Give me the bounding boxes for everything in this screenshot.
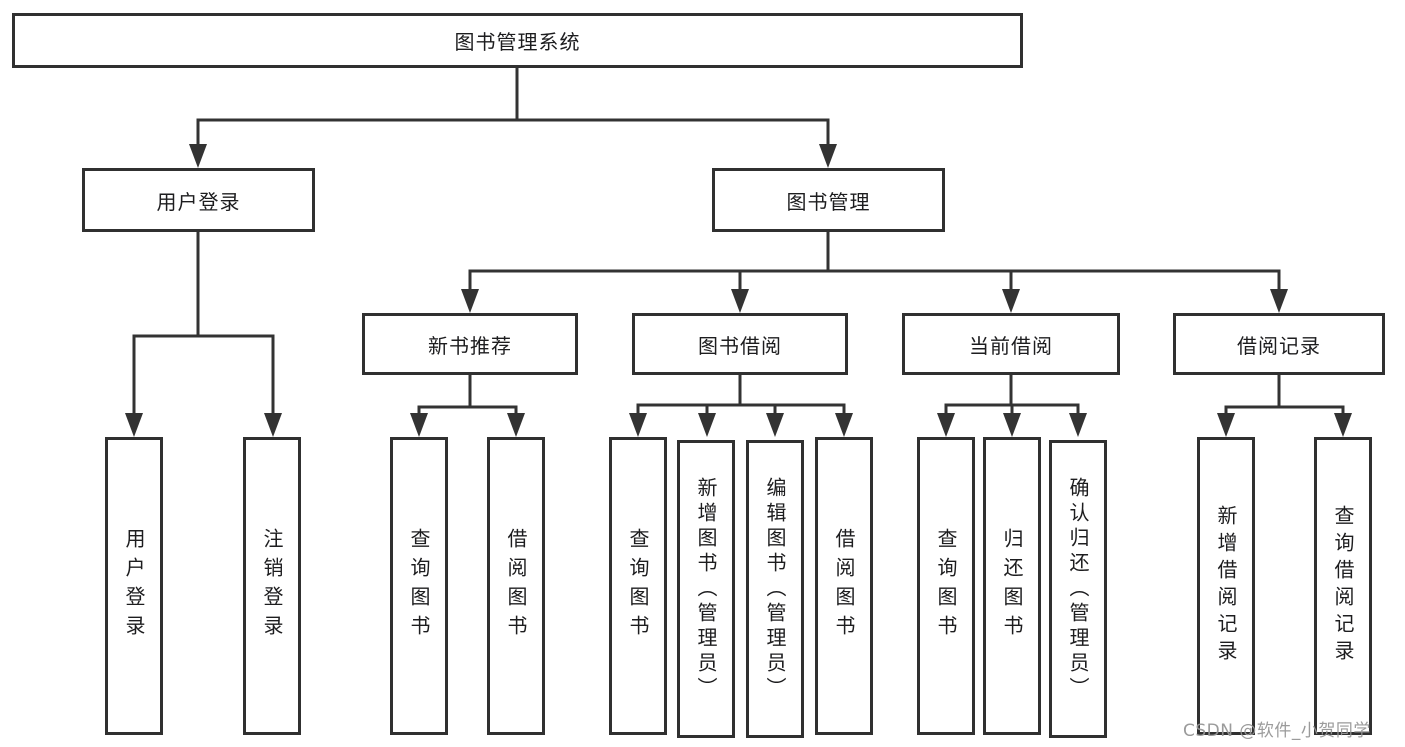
node-root-system: 图书管理系统 (12, 13, 1023, 68)
node-book-management-label: 图书管理 (786, 189, 871, 214)
leaf-borrow-book-2-label: 借阅图书 (832, 528, 856, 644)
leaf-borrow-book-1-label: 借阅图书 (504, 528, 528, 644)
leaf-confirm-return-admin-label: 确认归还（管理员） (1066, 476, 1090, 702)
edge-book-borrow-split (636, 373, 846, 420)
leaf-query-book-1-label: 查询图书 (407, 528, 431, 644)
leaf-borrow-book-2: 借阅图书 (815, 437, 873, 735)
leaf-query-book-3: 查询图书 (917, 437, 975, 735)
leaf-user-login: 用户登录 (105, 437, 163, 735)
leaf-add-borrow-record: 新增借阅记录 (1197, 437, 1255, 735)
node-new-book-recommend-label: 新书推荐 (428, 333, 512, 358)
watermark-text: CSDN @软件_小贺同学 (1183, 721, 1371, 741)
leaf-logout-label: 注销登录 (260, 528, 284, 644)
node-book-borrow: 图书借阅 (632, 313, 848, 375)
node-book-management: 图书管理 (712, 168, 945, 232)
leaf-return-book-label: 归还图书 (1000, 528, 1024, 644)
leaf-query-book-3-label: 查询图书 (934, 528, 958, 644)
leaf-query-book-1: 查询图书 (390, 437, 448, 735)
node-borrow-record-label: 借阅记录 (1237, 333, 1321, 358)
leaf-confirm-return-admin: 确认归还（管理员） (1049, 440, 1107, 738)
leaf-add-book-admin-label: 新增图书（管理员） (694, 476, 718, 702)
edge-book-mgmt-split (468, 230, 1281, 296)
edge-current-borrow-split (944, 373, 1080, 420)
leaf-add-borrow-record-label: 新增借阅记录 (1214, 505, 1238, 667)
edge-borrow-record-split (1224, 373, 1345, 420)
leaf-edit-book-admin: 编辑图书（管理员） (746, 440, 804, 738)
node-current-borrow: 当前借阅 (902, 313, 1120, 375)
node-user-login-label: 用户登录 (156, 189, 241, 214)
leaf-query-borrow-record: 查询借阅记录 (1314, 437, 1372, 735)
node-borrow-record: 借阅记录 (1173, 313, 1385, 375)
leaf-query-book-2-label: 查询图书 (626, 528, 650, 644)
edge-user-login-split (132, 230, 275, 420)
leaf-user-login-label: 用户登录 (122, 528, 146, 644)
leaf-borrow-book-1: 借阅图书 (487, 437, 545, 735)
edge-new-book-split (417, 373, 518, 420)
leaf-query-borrow-record-label: 查询借阅记录 (1331, 505, 1355, 667)
node-book-borrow-label: 图书借阅 (698, 333, 782, 358)
leaf-query-book-2: 查询图书 (609, 437, 667, 735)
node-root-label: 图书管理系统 (454, 30, 581, 54)
leaf-edit-book-admin-label: 编辑图书（管理员） (763, 476, 787, 702)
node-user-login: 用户登录 (82, 168, 315, 232)
edge-root-split (196, 64, 830, 152)
node-new-book-recommend: 新书推荐 (362, 313, 578, 375)
leaf-add-book-admin: 新增图书（管理员） (677, 440, 735, 738)
leaf-logout: 注销登录 (243, 437, 301, 735)
leaf-return-book: 归还图书 (983, 437, 1041, 735)
node-current-borrow-label: 当前借阅 (969, 333, 1053, 358)
